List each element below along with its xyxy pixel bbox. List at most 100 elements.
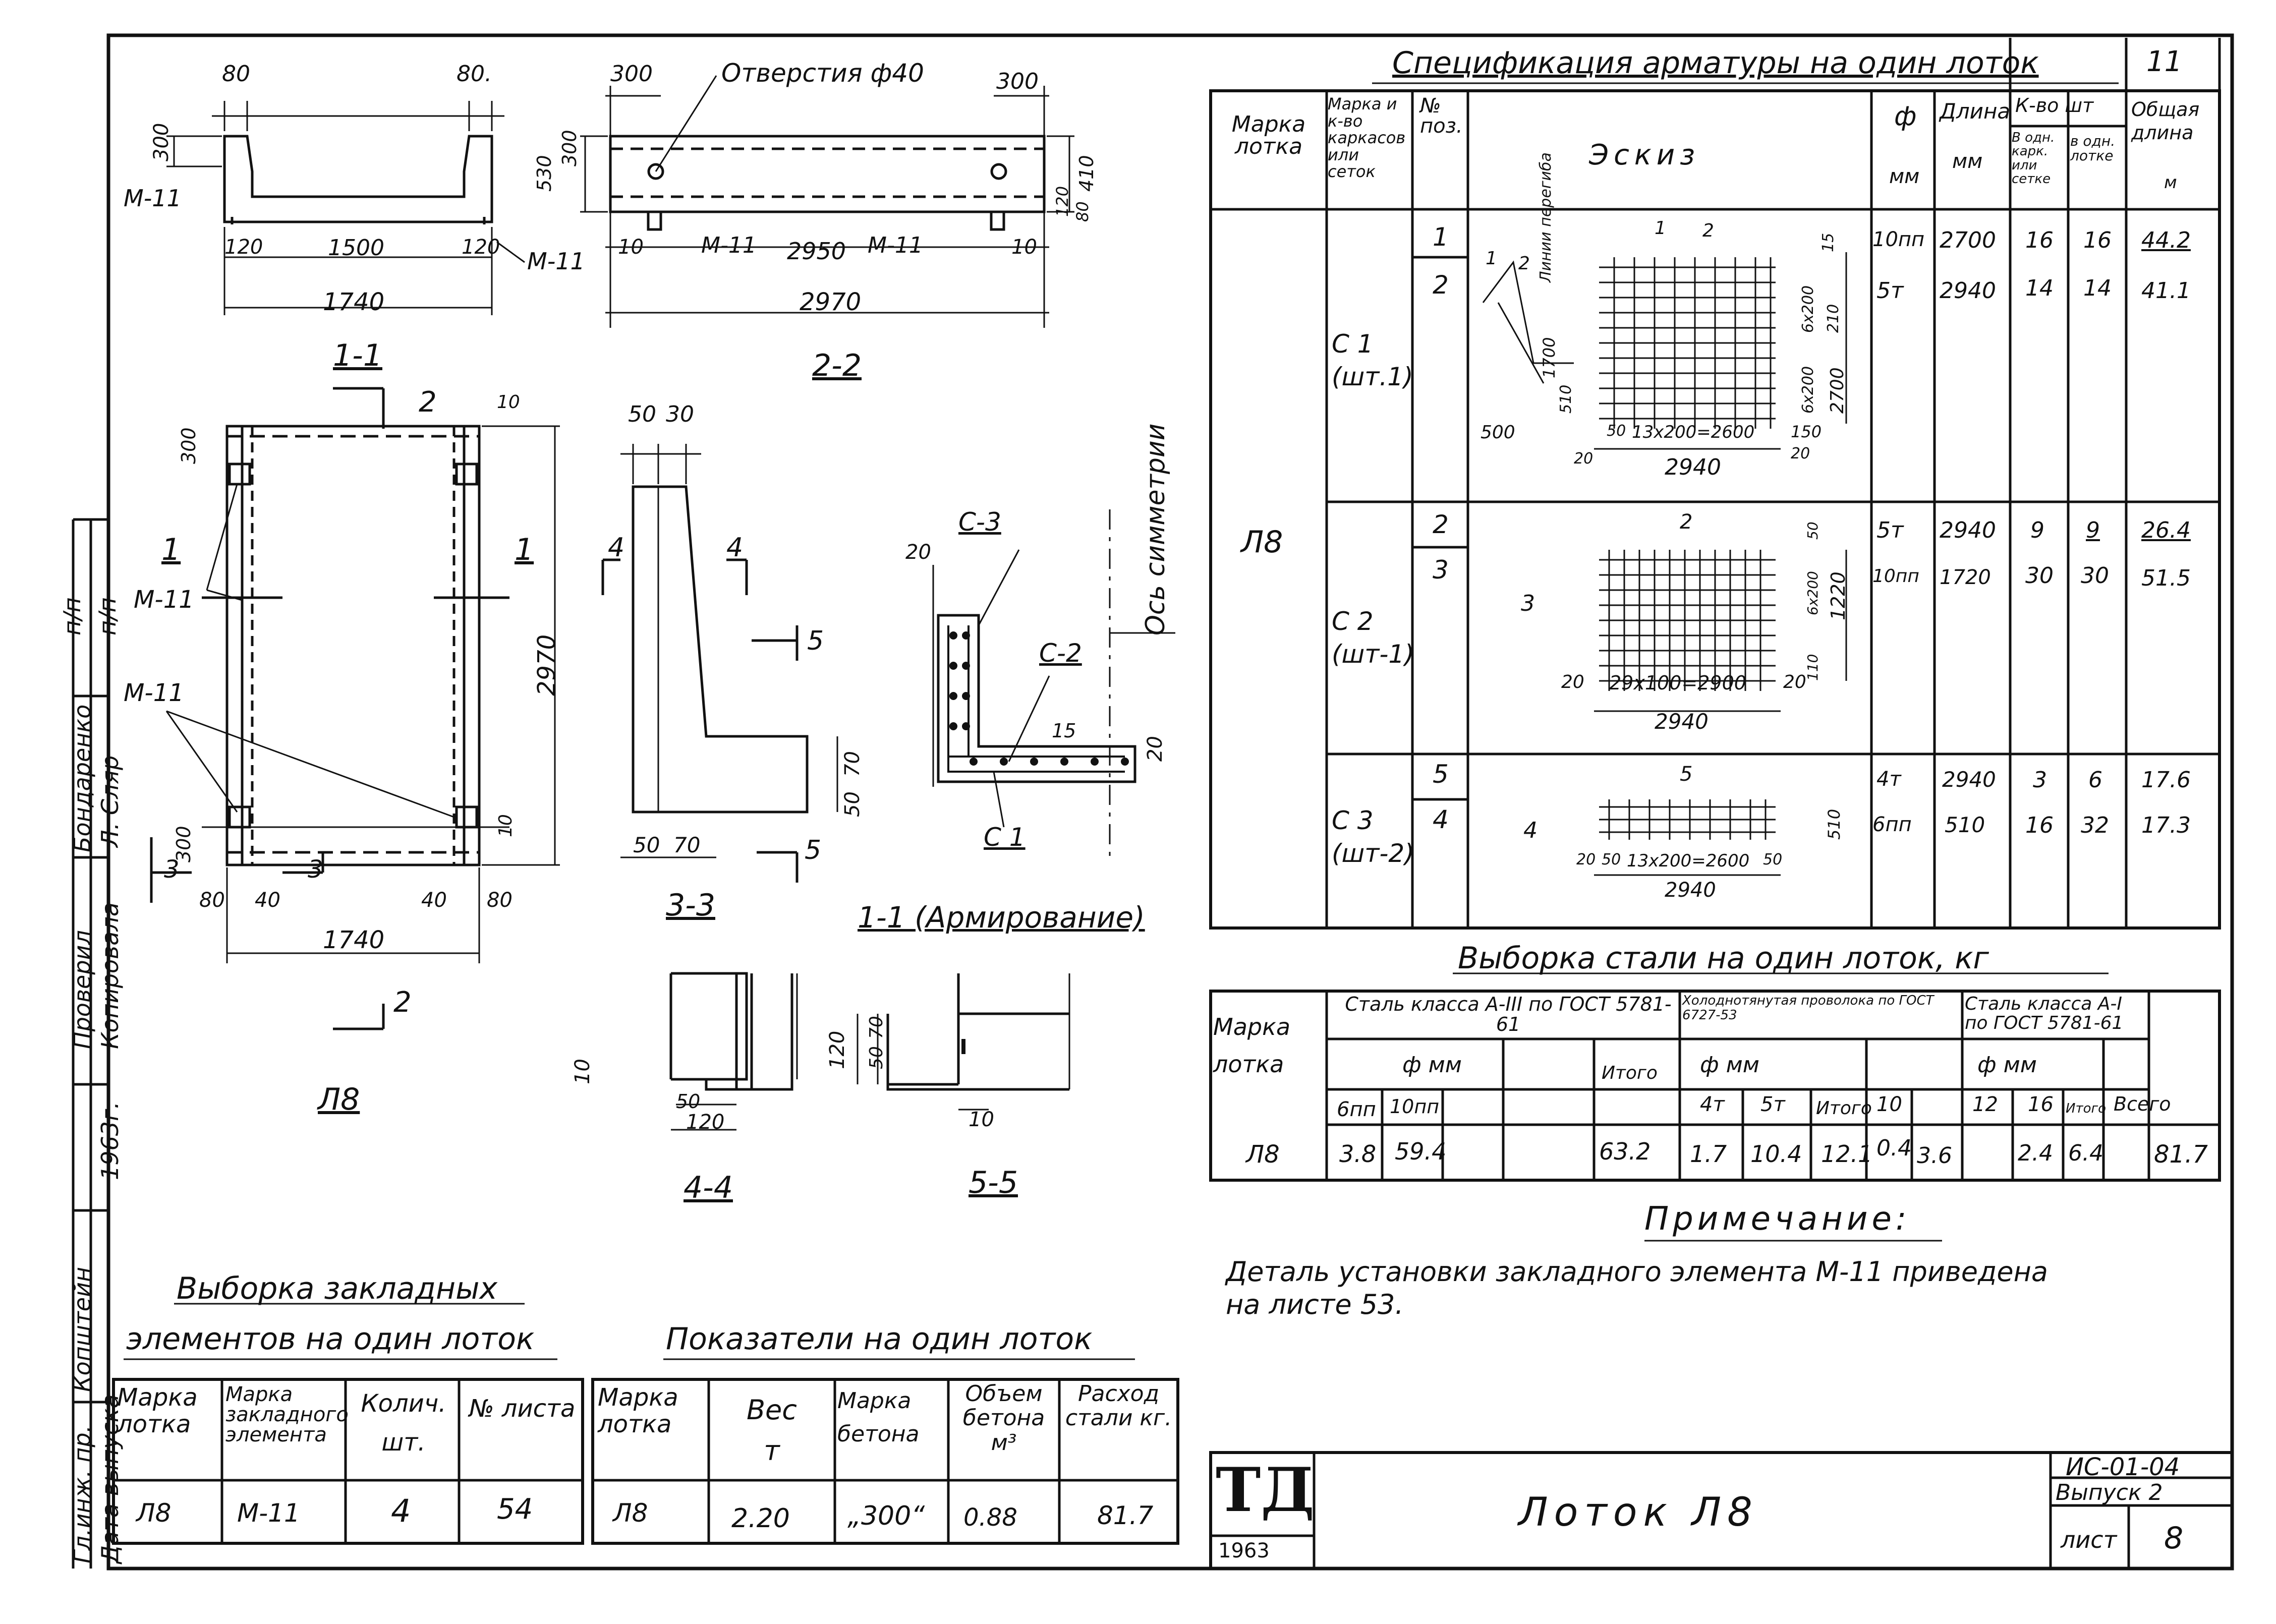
- spec-c2-sk-20a: 20: [1561, 672, 1584, 692]
- dim-1-1-top-left: 80: [222, 61, 250, 87]
- binding-pp-2: п/п: [94, 597, 121, 635]
- plan-dim-2970: 2970: [533, 634, 561, 696]
- spec-c1-sk-2b: 2: [1702, 220, 1714, 241]
- spec-c1-len-2: 2940: [1940, 278, 1996, 304]
- spec-h-phi: ф: [1894, 101, 1917, 132]
- plan-view-geometry: [150, 387, 560, 1030]
- ind-h-steel: Расход стали кг.: [1065, 1381, 1172, 1431]
- spec-c3-sk-510: 510: [1825, 808, 1844, 840]
- dim-5-5-10: 10: [969, 1108, 994, 1131]
- spec-h-total-unit: м: [2164, 172, 2177, 193]
- dim-2-2-right-a: 410: [1075, 155, 1098, 192]
- spec-c1-pos-2: 2: [1433, 270, 1449, 300]
- steel-row-all: 81.7: [2154, 1140, 2208, 1169]
- steel-row-g1-2: 59.4: [1395, 1138, 1447, 1165]
- armir-label-c2: С-2: [1039, 639, 1082, 668]
- spec-tray-mark: Л8: [1241, 525, 1283, 560]
- embed-h-sheet: № листа: [469, 1395, 576, 1423]
- dim-3-3-right-a: 70: [841, 751, 864, 777]
- spec-c2-phi-1: 5т: [1876, 517, 1904, 543]
- spec-c3-pc-2: 16: [2025, 813, 2054, 838]
- spec-h-count-carcass: В одн. карк. или сетке: [2012, 130, 2055, 187]
- spec-c2-sk-3: 3: [1521, 591, 1535, 616]
- title-block-series: ИС-01-04: [2066, 1453, 2180, 1481]
- spec-c3-pos-4: 4: [1433, 805, 1449, 834]
- plan-mark-2-top: 2: [419, 386, 437, 419]
- spec-c3-sk-50a: 50: [1602, 851, 1621, 868]
- steel-table-title: Выборка стали на один лоток, кг: [1458, 941, 1989, 976]
- plan-mark-3-left: 3: [164, 855, 180, 884]
- spec-sketch-c2: [1594, 550, 1847, 712]
- spec-c1-total-2: 41.1: [2141, 278, 2191, 304]
- spec-c3-pc-1: 3: [2033, 767, 2047, 793]
- spec-h-length-unit: мм: [1952, 150, 1983, 173]
- spec-table-grid: [1209, 38, 2221, 930]
- spec-c2-pos-3: 3: [1433, 555, 1449, 585]
- spec-c1-len-1: 2700: [1940, 227, 1996, 253]
- spec-h-phi-unit: мм: [1889, 165, 1920, 188]
- plan-dim-40-right: 40: [421, 889, 447, 912]
- steel-h-mark: Марка лотка: [1213, 1013, 1291, 1078]
- plan-dim-10-top: 10: [497, 392, 520, 413]
- steel-row-g3-3: 2.4: [2018, 1140, 2053, 1166]
- armir-label-c3: С-3: [958, 507, 1001, 537]
- title-block-grid: [1209, 1451, 2234, 1570]
- ind-row-mark: Л8: [613, 1498, 648, 1528]
- spec-c1-pt-2: 14: [2083, 275, 2112, 301]
- section-3-3-geometry: [601, 444, 838, 883]
- dim-5-5-50: 50: [866, 1046, 887, 1069]
- spec-c1-sk-50: 50: [1607, 422, 1626, 440]
- title-block-sheet-label: лист: [2061, 1526, 2117, 1553]
- plan-embed-label-a: М-11: [134, 586, 194, 614]
- title-block-logo: ТД: [1216, 1455, 1315, 1526]
- dim-2-2-inner-e: 10: [1011, 236, 1037, 259]
- binding-year: 1963г.: [96, 1101, 124, 1180]
- title-block-name: Лоток Л8: [1518, 1490, 1758, 1535]
- ind-row-weight: 2.20: [731, 1503, 790, 1534]
- dim-5-5-70: 70: [866, 1016, 887, 1039]
- binding-chief-name: Копштейн: [69, 1266, 96, 1392]
- dim-4-4-120: 120: [686, 1111, 725, 1134]
- ind-h-weight: Вес т: [747, 1394, 797, 1467]
- steel-row-g3-sum: 6.4: [2068, 1140, 2103, 1166]
- dim-3-3-right-b: 50: [841, 791, 864, 817]
- armir-geometry: [932, 509, 1175, 857]
- spec-c3-sk-4: 4: [1523, 818, 1538, 843]
- armir-dim-20-top: 20: [905, 541, 931, 564]
- caption-2-2: 2-2: [812, 348, 862, 383]
- plan-dim-300-bottom: 300: [173, 826, 195, 862]
- spec-c3-sk-13x200: 13х200=2600: [1627, 851, 1750, 871]
- spec-h-pos: № поз.: [1420, 94, 1463, 138]
- spec-c2-carcass: С 2 (шт-1): [1332, 607, 1414, 669]
- steel-row-g1-1: 3.8: [1339, 1140, 1377, 1168]
- steel-row-g2-2: 10.4: [1750, 1140, 1802, 1168]
- armir-bars: [949, 631, 1129, 766]
- dim-2-2-right-b: 120: [1053, 186, 1072, 217]
- spec-c2-total-2: 51.5: [2141, 565, 2191, 591]
- spec-c1-phi-2: 5т: [1876, 278, 1904, 304]
- spec-c3-phi-1: 4т: [1876, 768, 1901, 791]
- armir-axis-label: Ось симметрии: [1141, 423, 1171, 635]
- spec-c2-sk-50: 50: [1804, 521, 1821, 540]
- plan-mark-2-bottom: 2: [393, 986, 412, 1019]
- caption-plan: Л8: [318, 1082, 360, 1117]
- spec-c2-sk-29x100: 29х100=2900: [1609, 672, 1746, 694]
- spec-h-count: К-во шт: [2015, 94, 2094, 117]
- steel-row-mark: Л8: [1246, 1140, 1280, 1169]
- spec-c1-carcass: С 1 (шт.1): [1332, 329, 1413, 391]
- embed-table-title-2: элементов на один лоток: [126, 1321, 535, 1357]
- spec-c3-total-1: 17.6: [2141, 767, 2191, 793]
- steel-h-group1: Сталь класса А-III по ГОСТ 5781-61: [1345, 993, 1672, 1035]
- caption-4-4: 4-4: [684, 1170, 733, 1205]
- spec-c2-total-1: 26.4: [2141, 517, 2191, 543]
- spec-c2-pc-1: 9: [2030, 517, 2044, 543]
- spec-c2-phi-2: 10пп: [1872, 566, 1919, 587]
- note-text-1: Деталь установки закладного элемента М-1…: [1226, 1256, 2048, 1288]
- embed-h-mark: Марка лотка: [117, 1383, 198, 1438]
- spec-c1-sk-6x200b: 6х200: [1799, 366, 1817, 414]
- plan-dim-40-left: 40: [255, 889, 280, 912]
- caption-5-5: 5-5: [969, 1165, 1018, 1200]
- plan-dim-80-right: 80: [487, 889, 513, 912]
- spec-c3-pt-2: 32: [2081, 813, 2109, 838]
- embed-h-element: Марка закладного элемента: [225, 1383, 349, 1446]
